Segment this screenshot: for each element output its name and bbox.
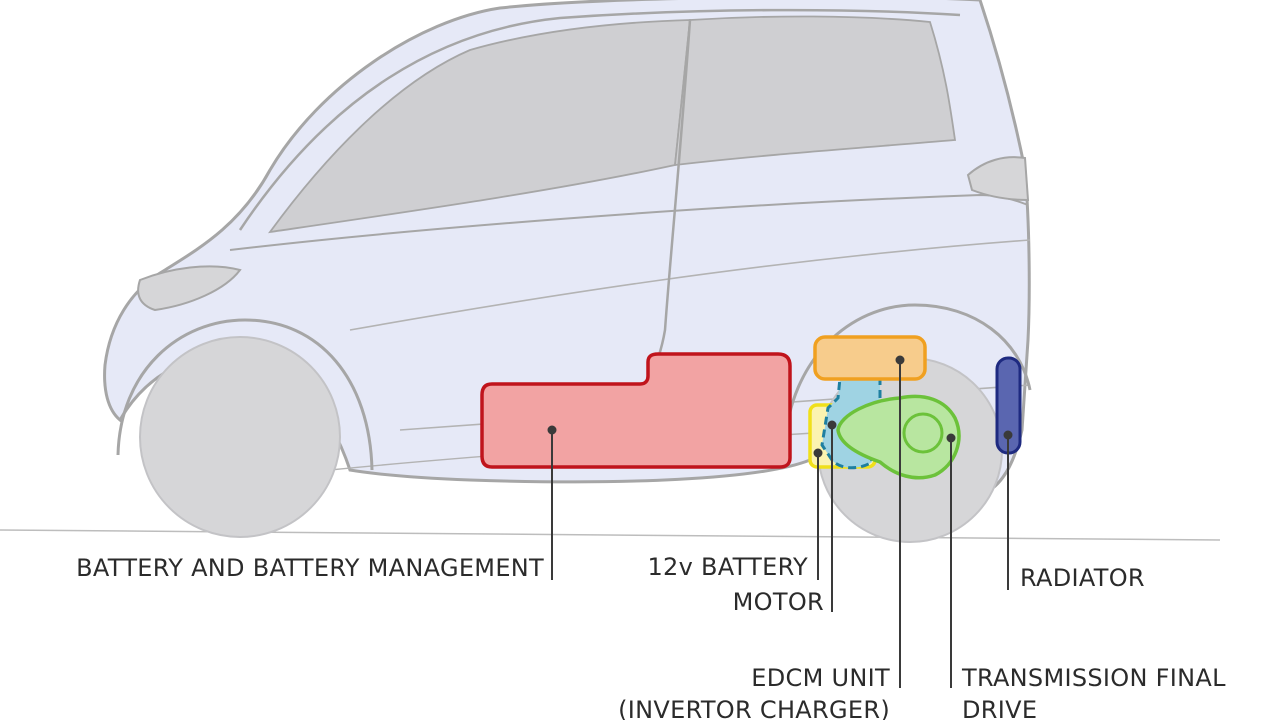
edcm-label-line2: (INVERTOR CHARGER) xyxy=(618,696,890,720)
transmission-label-line1: TRANSMISSION FINAL xyxy=(962,664,1226,692)
motor-label: MOTOR xyxy=(733,586,824,618)
transmission-label-line2: DRIVE xyxy=(962,696,1038,720)
front-wheel-arch xyxy=(116,318,374,471)
transmission-label: TRANSMISSION FINAL DRIVE xyxy=(962,662,1226,720)
battery-label-text: BATTERY AND BATTERY MANAGEMENT xyxy=(76,554,544,582)
edcm-label-line1: EDCM UNIT xyxy=(751,664,890,692)
radiator-anchor-dot xyxy=(1003,430,1013,440)
edcm-anchor-dot xyxy=(895,355,905,365)
transmission-anchor-dot xyxy=(946,433,956,443)
battery-label: BATTERY AND BATTERY MANAGEMENT xyxy=(76,552,544,584)
motor-label-text: MOTOR xyxy=(732,588,824,616)
front-wheel xyxy=(139,336,341,538)
12v-battery-label: 12v BATTERY xyxy=(647,551,808,583)
12v-battery-label-text: 12v BATTERY xyxy=(647,553,808,581)
roof-line xyxy=(238,8,961,231)
edcm-label: EDCM UNIT (INVERTOR CHARGER) xyxy=(618,662,890,720)
12v-battery-anchor-dot xyxy=(813,448,823,458)
transmission-hub xyxy=(902,412,944,454)
motor-anchor-dot xyxy=(827,420,837,430)
edcm-unit-shape xyxy=(813,335,927,381)
ground-line xyxy=(0,529,1221,541)
body-crease xyxy=(349,239,1031,331)
front-window xyxy=(268,19,692,234)
radiator-label-text: RADIATOR xyxy=(1020,564,1145,592)
battery-pack-shape xyxy=(480,352,792,469)
battery-anchor-dot xyxy=(547,425,557,435)
headlight xyxy=(137,265,242,312)
radiator-label: RADIATOR xyxy=(1020,562,1145,594)
tail-light xyxy=(966,156,1030,202)
rear-window xyxy=(673,15,957,167)
rear-wheel-arch xyxy=(783,303,1032,446)
